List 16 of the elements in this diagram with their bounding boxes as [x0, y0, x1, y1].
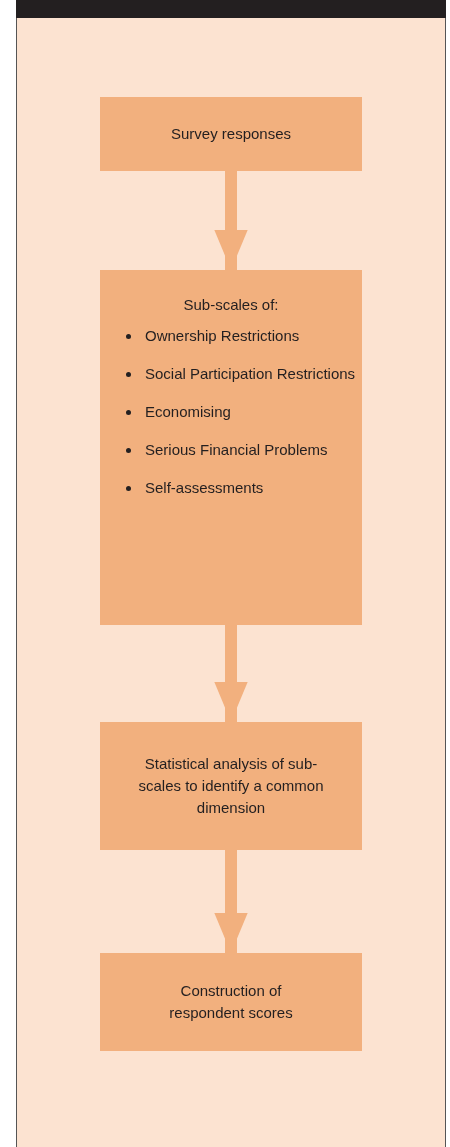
list-item: Social Participation Restrictions: [126, 361, 362, 386]
arrow: [214, 625, 248, 722]
list-item: Ownership Restrictions: [126, 323, 362, 348]
box-text: Construction of respondent scores: [168, 981, 294, 1023]
arrow: [214, 850, 248, 953]
list-item: Serious Financial Problems: [126, 437, 362, 462]
process-box: [100, 722, 362, 850]
arrow: [214, 171, 248, 270]
box-text: Survey responses: [170, 124, 292, 145]
list-item: Economising: [126, 399, 362, 424]
process-box: [100, 97, 362, 171]
list-item: Self-assessments: [126, 475, 362, 500]
box-heading: Sub-scales of:: [183, 295, 279, 315]
process-box: [100, 953, 362, 1051]
box-text: Statistical analysis of sub-scales to identify a common dimension: [137, 754, 325, 818]
process-box: [100, 270, 362, 625]
